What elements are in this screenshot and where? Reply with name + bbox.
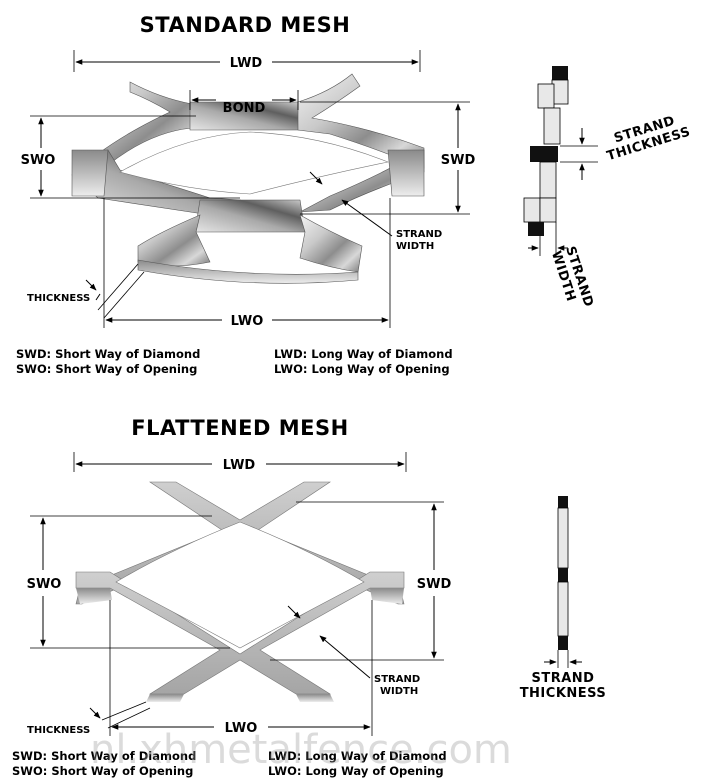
standard-thickness-label: THICKNESS xyxy=(27,293,90,304)
standard-legend-swo: SWO: Short Way of Opening xyxy=(16,362,197,376)
standard-title: STANDARD MESH xyxy=(140,13,351,37)
flattened-thickness-ext-a xyxy=(101,701,147,721)
flattened-mesh-strands xyxy=(75,481,405,702)
standard-legend-lwd: LWD: Long Way of Diamond xyxy=(274,347,453,361)
standard-thickness-arrow-top xyxy=(85,279,97,291)
flattened-legend-lwd: LWD: Long Way of Diamond xyxy=(268,749,447,763)
watermark: nl.xhmetalfence.com xyxy=(90,727,512,773)
standard-lwo-label: LWO xyxy=(231,314,264,329)
flat-side-thickness-label: THICKNESS xyxy=(520,686,607,701)
flattened-lwd-label: LWD xyxy=(223,458,256,473)
flattened-legend-lwo: LWO: Long Way of Opening xyxy=(268,764,444,778)
standard-thickness-ext-b xyxy=(103,271,145,319)
flattened-strand-width-label-2: WIDTH xyxy=(380,686,418,697)
flattened-title: FLATTENED MESH xyxy=(131,416,348,440)
flattened-swo-label: SWO xyxy=(27,577,62,592)
flattened-side-view: STRAND THICKNESS xyxy=(520,496,607,701)
flattened-legend-swd: SWD: Short Way of Diamond xyxy=(12,749,196,763)
flattened-strand-width-arrow-b xyxy=(319,635,371,679)
flattened-thickness-arrow xyxy=(89,707,101,719)
flattened-legend-swo: SWO: Short Way of Opening xyxy=(12,764,193,778)
standard-strand-width-arrow-a xyxy=(309,171,323,185)
standard-legend-swd: SWD: Short Way of Diamond xyxy=(16,347,200,361)
flattened-strand-width-label-1: STRAND xyxy=(374,674,420,685)
flattened-lwo-label: LWO xyxy=(225,721,258,736)
standard-strand-width-arrow-b xyxy=(341,199,393,237)
flat-side-strand-label: STRAND xyxy=(532,671,595,686)
standard-thickness-ext-a xyxy=(97,263,139,311)
flattened-thickness-ext-b xyxy=(107,707,151,729)
standard-strand-width-label-2: WIDTH xyxy=(396,241,434,252)
standard-strand-width-label-1: STRAND xyxy=(396,229,442,240)
standard-legend-lwo: LWO: Long Way of Opening xyxy=(274,362,450,376)
standard-lwd-label: LWD xyxy=(230,56,263,71)
standard-bond-label: BOND xyxy=(223,101,266,116)
standard-thickness-arrow-bottom xyxy=(95,293,101,301)
flattened-strand-width-arrow-a xyxy=(287,605,301,619)
standard-mesh-strands xyxy=(71,73,425,284)
standard-swo-label: SWO xyxy=(21,153,56,168)
standard-swd-label: SWD xyxy=(441,153,476,168)
standard-side-view: STRAND THICKNESS STRAND WIDTH xyxy=(523,66,692,309)
flattened-swd-label: SWD xyxy=(417,577,452,592)
flattened-thickness-label: THICKNESS xyxy=(27,725,90,736)
